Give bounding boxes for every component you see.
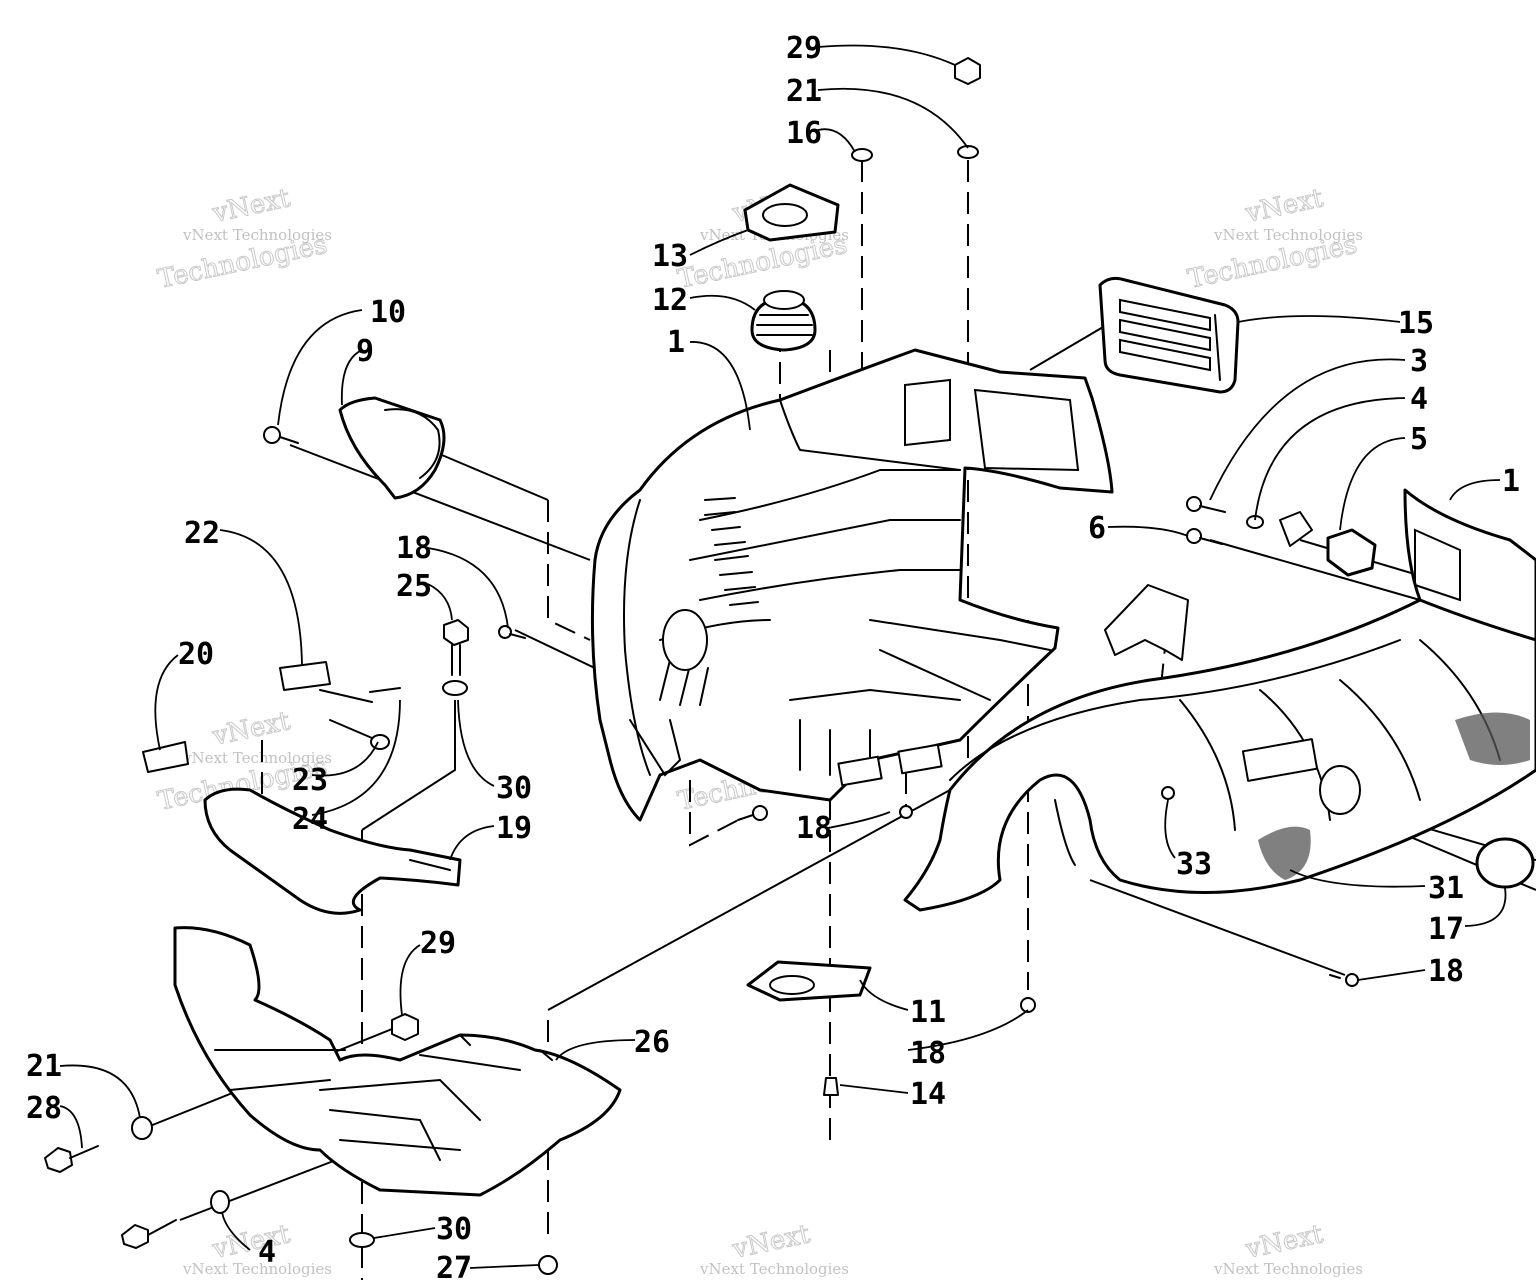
leader-lines: [59, 44, 1507, 1269]
callout-20: 20: [178, 637, 214, 672]
callout-15: 15: [1398, 306, 1434, 341]
callout-18-c: 18: [1428, 954, 1464, 989]
callout-11: 11: [910, 995, 946, 1030]
callout-14: 14: [910, 1077, 946, 1112]
callout-4-right: 4: [1410, 382, 1428, 417]
callout-27: 27: [436, 1251, 472, 1280]
svg-text:vNext Technologies: vNext Technologies: [1213, 226, 1363, 244]
cover-plate: [743, 183, 840, 242]
watermark-top-right: vNext vNext Technologies Technologies: [1185, 183, 1363, 296]
callout-18-a: 18: [396, 531, 432, 566]
callout-26: 26: [634, 1025, 670, 1060]
callout-labels: 29 21 16 13 12 1 15 3 4 5 1 6 10 9 22 18…: [26, 31, 1520, 1280]
callout-4-bottom: 4: [258, 1235, 276, 1270]
callout-28: 28: [26, 1091, 62, 1126]
watermark-bottom-center: vNext vNext Technologies: [699, 1219, 849, 1278]
callout-31: 31: [1428, 871, 1464, 906]
belly-pan-left: [590, 348, 1114, 822]
svg-text:vNext Technologies: vNext Technologies: [699, 1260, 849, 1278]
vent-grille: [1098, 276, 1240, 394]
svg-text:vNext: vNext: [1242, 183, 1326, 229]
callout-25: 25: [396, 569, 432, 604]
callout-12: 12: [652, 283, 688, 318]
callout-5: 5: [1410, 422, 1428, 457]
callout-9: 9: [356, 334, 374, 369]
callout-23: 23: [292, 763, 328, 798]
watermark-top-left: vNext vNext Technologies Technologies: [155, 183, 332, 296]
watermark-bottom-right: vNext vNext Technologies: [1213, 1219, 1363, 1278]
callout-18-b: 18: [796, 811, 832, 846]
callout-10: 10: [370, 295, 406, 330]
callout-22: 22: [184, 516, 220, 551]
callout-21-top: 21: [786, 74, 822, 109]
callout-33: 33: [1176, 847, 1212, 882]
callout-24: 24: [292, 802, 328, 837]
callout-6: 6: [1088, 511, 1106, 546]
svg-text:vNext: vNext: [209, 1219, 293, 1265]
belly-pan-right: [903, 598, 1536, 912]
callout-3: 3: [1410, 344, 1428, 379]
callout-29-bottom: 29: [420, 926, 456, 961]
side-panel-right: [1403, 488, 1536, 642]
grommet: [750, 290, 817, 352]
callout-30-a: 30: [496, 771, 532, 806]
svg-text:vNext Technologies: vNext Technologies: [182, 1260, 332, 1278]
callout-29-top: 29: [786, 31, 822, 66]
svg-text:vNext Technologies: vNext Technologies: [182, 749, 332, 767]
callout-16: 16: [786, 116, 822, 151]
callout-1-right: 1: [1502, 464, 1520, 499]
watermark-bottom-left: vNext vNext Technologies: [182, 1219, 332, 1278]
svg-text:vNext: vNext: [1242, 1219, 1326, 1265]
callout-1-left: 1: [667, 325, 685, 360]
hardware: [44, 57, 1535, 1275]
callout-13: 13: [652, 239, 688, 274]
svg-text:vNext Technologies: vNext Technologies: [182, 226, 332, 244]
callout-18-d: 18: [910, 1036, 946, 1071]
callout-30-b: 30: [436, 1212, 472, 1247]
svg-text:vNext: vNext: [209, 183, 293, 229]
svg-text:vNext: vNext: [729, 1219, 813, 1265]
lower-front-bumper: [173, 926, 622, 1197]
callout-21-bottom: 21: [26, 1049, 62, 1084]
svg-text:vNext Technologies: vNext Technologies: [1213, 1260, 1363, 1278]
svg-text:vNext: vNext: [209, 706, 293, 752]
callout-19: 19: [496, 811, 532, 846]
callout-17: 17: [1428, 912, 1464, 947]
